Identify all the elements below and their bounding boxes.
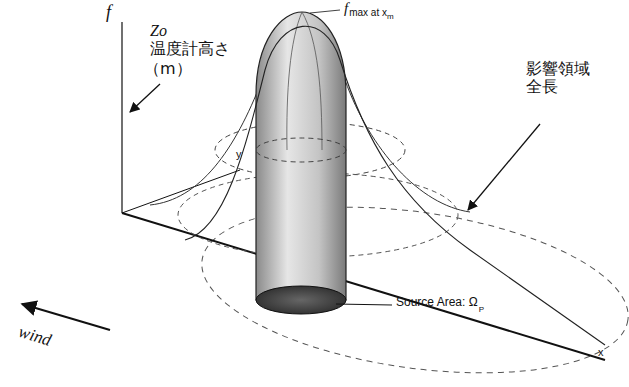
source-area: [256, 286, 346, 314]
leader-line: [310, 10, 340, 13]
alongwind-curve: [185, 26, 605, 345]
leader-line: [130, 84, 160, 112]
peak-label: f: [344, 0, 348, 17]
wind-label: wind: [16, 322, 53, 350]
column-meridian: [287, 12, 322, 150]
source-label: Source Area: Ω: [396, 296, 478, 310]
height-label: 温度計高さ: [150, 40, 230, 58]
height-label: Zo: [150, 22, 167, 40]
peak-label: max at x: [349, 7, 387, 19]
axis-label: y: [236, 148, 242, 161]
leader-line: [468, 124, 540, 210]
axis-label: x: [598, 346, 604, 359]
leader-line: [336, 304, 392, 305]
axis-label: f: [106, 2, 111, 23]
length-label: 影響領域 全長: [526, 60, 598, 97]
f-axis: [121, 22, 122, 213]
peak-label: m: [387, 12, 394, 21]
source-label: P: [479, 305, 484, 314]
source-column: [256, 12, 346, 300]
column-ring: [256, 138, 346, 162]
height-label: （m）: [144, 60, 192, 78]
